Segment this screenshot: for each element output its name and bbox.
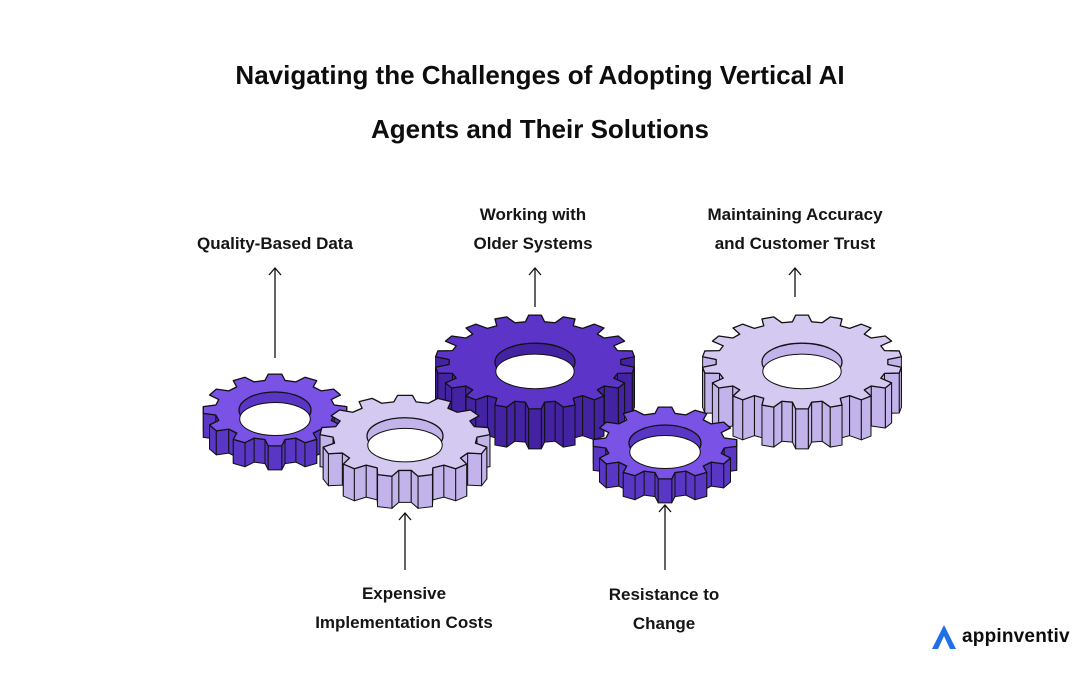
gear-accuracy-trust-side-face xyxy=(761,404,775,448)
gear-accuracy-trust-side-face xyxy=(773,400,783,448)
gear-implementation-costs xyxy=(319,394,491,509)
gear-older-systems-side-face xyxy=(494,404,508,448)
gear-accuracy-trust-hole xyxy=(762,353,842,390)
gear-older-systems-side-face xyxy=(582,395,595,441)
arrow-resistance-change-head xyxy=(658,504,672,513)
gear-accuracy-trust-side-face xyxy=(718,385,734,429)
title-line-2: Agents and Their Solutions xyxy=(370,114,709,144)
gear-older-systems-side-face xyxy=(562,404,576,448)
gear-implementation-costs-side-face xyxy=(417,474,433,509)
gear-resistance-change-side-face xyxy=(674,470,687,498)
gear-implementation-costs-side-face xyxy=(455,463,468,502)
gear-accuracy-trust-side-face xyxy=(849,395,862,441)
gear-resistance-change-hole xyxy=(629,434,701,470)
gear-implementation-costs-side-face xyxy=(327,452,343,487)
gear-implementation-costs-side-face xyxy=(432,464,445,501)
gear-implementation-costs-side-face xyxy=(467,452,483,487)
label-maintaining-accuracy-line-1: Maintaining Accuracy xyxy=(707,205,883,224)
arrow-resistance-change xyxy=(658,504,672,570)
gear-quality-data-side-face xyxy=(215,428,230,456)
gear-older-systems-side-face xyxy=(593,395,605,441)
gear-accuracy-trust-side-face xyxy=(884,382,893,429)
arrow-implementation-costs-head xyxy=(398,512,412,521)
gear-older-systems-side-face xyxy=(544,400,556,443)
label-working-with-older-systems: Working with Older Systems xyxy=(428,200,638,258)
gear-implementation-costs-side-face xyxy=(377,474,393,509)
gear-accuracy-trust-side-face xyxy=(811,400,823,443)
appinventiv-logo-icon xyxy=(932,625,956,649)
label-working-with-older-systems-line-1: Working with xyxy=(479,205,587,224)
gear-quality-data-side-face xyxy=(253,437,266,465)
gear-resistance-change xyxy=(592,406,738,504)
gear-accuracy-trust-side-face xyxy=(732,395,744,441)
label-resistance-to-change: Resistance to Change xyxy=(554,580,774,638)
gear-accuracy-trust xyxy=(701,314,903,450)
arrow-quality-data xyxy=(268,267,282,358)
arrow-accuracy-trust xyxy=(788,267,802,297)
gear-resistance-change-side-face xyxy=(710,461,725,489)
gear-accuracy-trust-side-face xyxy=(870,385,886,429)
label-quality-based-data-line-1: Quality-Based Data xyxy=(197,234,353,253)
gear-quality-data-side-face xyxy=(267,445,283,471)
gear-implementation-costs-side-face xyxy=(342,463,355,502)
appinventiv-logo: appinventiv xyxy=(930,620,1070,654)
gear-implementation-costs-hole xyxy=(367,427,443,463)
label-resistance-to-change-line-2: Change xyxy=(632,614,696,633)
gear-resistance-change-side-face xyxy=(694,471,708,501)
label-maintaining-accuracy-line-2: and Customer Trust xyxy=(714,234,876,253)
gear-implementation-costs-side-face xyxy=(353,464,367,502)
gear-resistance-change-side-face xyxy=(622,471,636,501)
label-expensive-implementation-costs: Expensive Implementation Costs xyxy=(284,579,524,637)
gear-older-systems-side-face xyxy=(514,400,526,443)
arrow-quality-data-head xyxy=(268,267,282,276)
gear-quality-data-side-face xyxy=(284,437,297,465)
gear-resistance-change-side-face xyxy=(643,470,656,498)
gear-accuracy-trust-side-face xyxy=(821,400,831,448)
gear-older-systems-side-face xyxy=(506,400,516,448)
gear-quality-data xyxy=(202,373,348,471)
gear-accuracy-trust-side-face xyxy=(711,382,720,429)
arrow-implementation-costs xyxy=(398,512,412,570)
gear-quality-data-side-face xyxy=(232,438,246,468)
gear-quality-data-hole xyxy=(239,401,311,437)
label-expensive-implementation-costs-line-1: Expensive xyxy=(361,584,447,603)
label-working-with-older-systems-line-2: Older Systems xyxy=(473,234,593,253)
page-title: Navigating the Challenges of Adopting Ve… xyxy=(140,48,940,156)
gear-accuracy-trust-side-face xyxy=(781,400,793,443)
gear-resistance-change-side-face xyxy=(657,478,673,504)
gear-older-systems-side-face xyxy=(528,408,542,450)
gear-accuracy-trust-side-face xyxy=(860,395,872,441)
gear-quality-data-side-face xyxy=(304,438,318,468)
label-quality-based-data: Quality-Based Data xyxy=(170,229,380,258)
gear-older-systems-side-face xyxy=(554,400,564,448)
gear-accuracy-trust-side-face xyxy=(795,408,809,450)
gear-implementation-costs-side-face xyxy=(398,469,412,503)
arrow-older-systems-head xyxy=(528,267,542,276)
gear-older-systems-hole xyxy=(495,353,575,390)
arrow-accuracy-trust-head xyxy=(788,267,802,276)
gear-implementation-costs-side-face xyxy=(443,464,457,502)
logo-text: appinventiv xyxy=(962,626,1070,647)
label-maintaining-accuracy: Maintaining Accuracy and Customer Trust xyxy=(670,200,920,258)
label-resistance-to-change-line-1: Resistance to xyxy=(608,585,720,604)
gear-resistance-change-side-face xyxy=(605,461,620,489)
title-line-1: Navigating the Challenges of Adopting Ve… xyxy=(235,60,845,90)
arrow-older-systems xyxy=(528,267,542,307)
gear-accuracy-trust-side-face xyxy=(829,404,843,448)
gear-accuracy-trust-side-face xyxy=(742,395,755,441)
gear-implementation-costs-side-face xyxy=(365,464,378,501)
label-expensive-implementation-costs-line-2: Implementation Costs xyxy=(315,613,493,632)
